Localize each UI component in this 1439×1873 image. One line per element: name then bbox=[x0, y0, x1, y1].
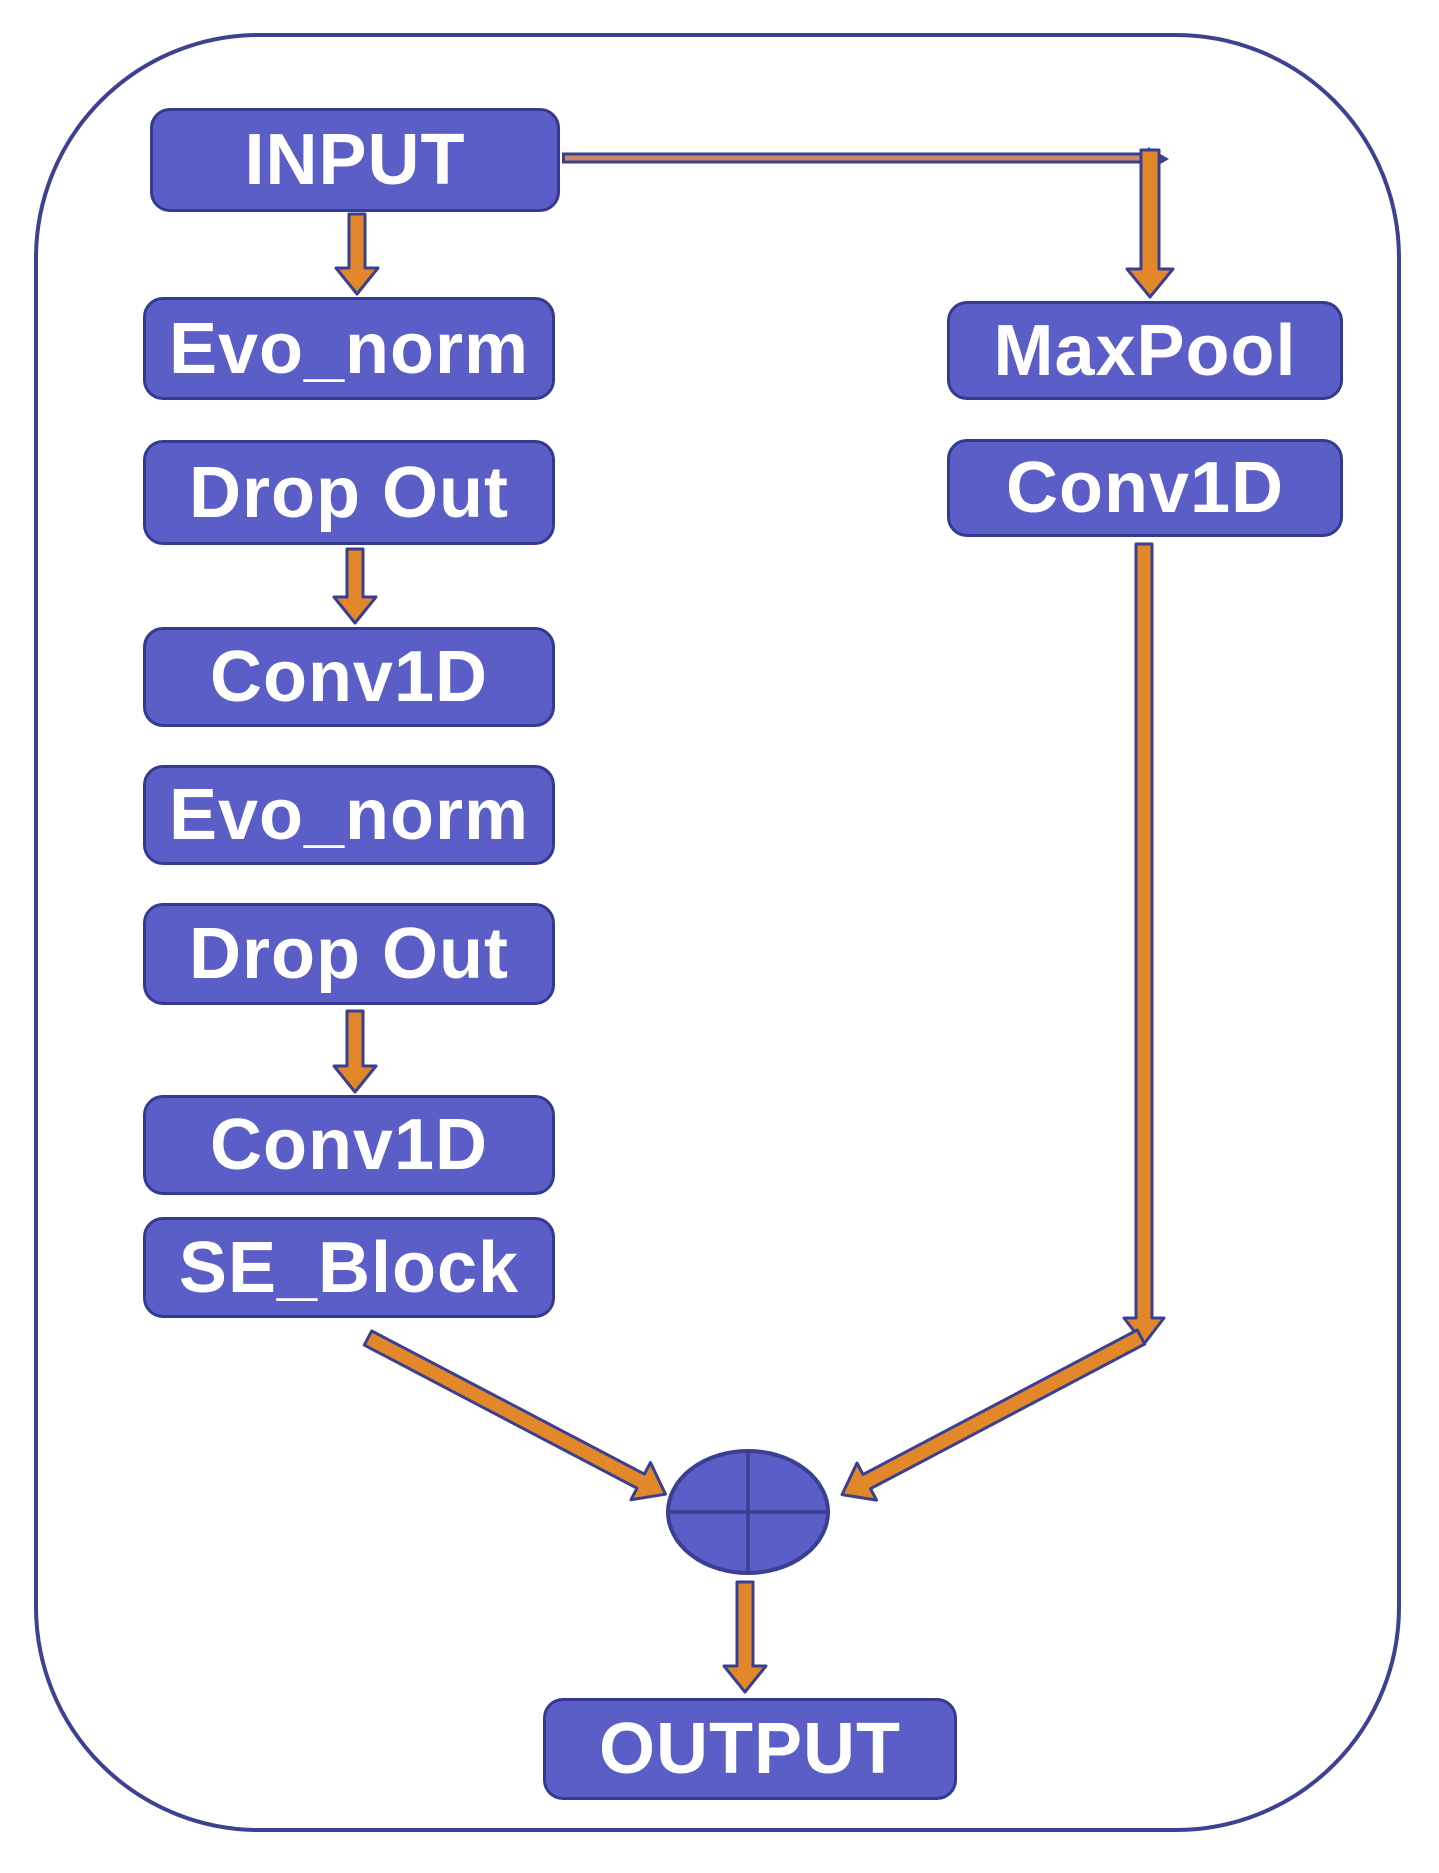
node-evo-norm-1: Evo_norm bbox=[143, 297, 555, 400]
node-maxpool-label: MaxPool bbox=[993, 310, 1297, 391]
arrow-input-to-evonorm-icon bbox=[334, 212, 380, 296]
arrow-conv1d-right-down-icon bbox=[1122, 542, 1166, 1346]
node-input: INPUT bbox=[150, 108, 560, 212]
node-se-block-label: SE_Block bbox=[178, 1227, 520, 1308]
node-conv1d-2-label: Conv1D bbox=[209, 1105, 489, 1185]
block-frame bbox=[34, 33, 1401, 1832]
node-evo-norm-1-label: Evo_norm bbox=[168, 308, 530, 389]
node-se-block: SE_Block bbox=[143, 1217, 555, 1318]
node-evo-norm-2-label: Evo_norm bbox=[168, 775, 530, 855]
arrow-dropout1-to-conv1d-icon bbox=[332, 547, 378, 625]
arrow-seblock-to-merge-icon bbox=[362, 1329, 667, 1502]
add-merge-icon bbox=[666, 1449, 830, 1575]
node-conv1d-1: Conv1D bbox=[143, 627, 555, 727]
node-drop-out-1: Drop Out bbox=[143, 440, 555, 545]
arrow-dropout2-to-conv1d-icon bbox=[332, 1009, 378, 1094]
node-output-label: OUTPUT bbox=[599, 1709, 901, 1789]
arrow-right-branch-to-merge-icon bbox=[840, 1328, 1147, 1502]
arrow-merge-to-output-icon bbox=[722, 1580, 768, 1694]
node-evo-norm-2: Evo_norm bbox=[143, 765, 555, 865]
node-input-label: INPUT bbox=[244, 120, 466, 200]
node-conv1d-right: Conv1D bbox=[947, 439, 1343, 537]
node-drop-out-2-label: Drop Out bbox=[189, 914, 509, 994]
arrow-skip-to-maxpool-icon bbox=[1125, 148, 1175, 299]
node-drop-out-1-label: Drop Out bbox=[189, 452, 509, 533]
node-output: OUTPUT bbox=[543, 1698, 957, 1800]
skip-connector-horizontal bbox=[562, 147, 1169, 171]
node-conv1d-1-label: Conv1D bbox=[209, 637, 489, 717]
node-drop-out-2: Drop Out bbox=[143, 903, 555, 1005]
node-conv1d-right-label: Conv1D bbox=[1005, 448, 1285, 528]
node-maxpool: MaxPool bbox=[947, 301, 1343, 400]
node-conv1d-2: Conv1D bbox=[143, 1095, 555, 1195]
